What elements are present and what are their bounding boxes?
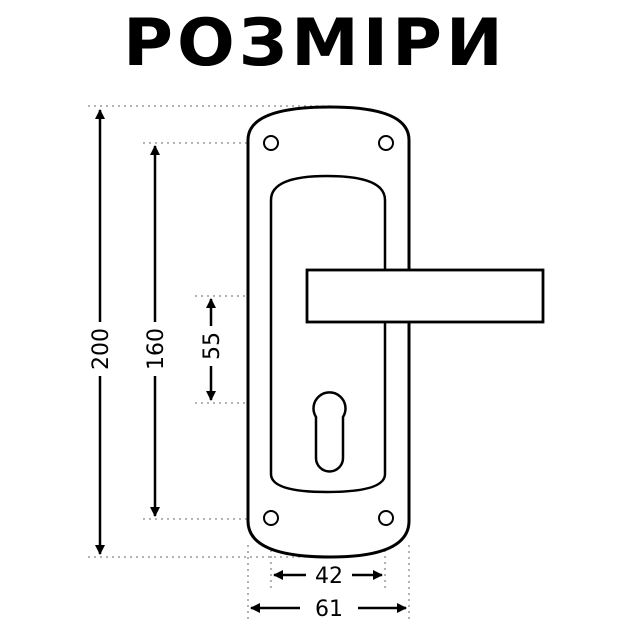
label-screw-spacing: 160 [144,328,169,370]
screw-hole-top-left [263,135,279,151]
screw-hole-bottom-left [263,510,279,526]
cylinder-keyhole [312,391,347,473]
label-handle-to-lock: 55 [200,332,225,360]
label-plate-width: 61 [315,597,343,622]
label-total-height: 200 [89,328,114,370]
label-bg-handle-to-lock [199,326,223,366]
label-bg-screw-spacing [143,322,167,376]
page-title: РОЗМІРИ [123,6,507,82]
screw-hole-bottom-right [378,510,394,526]
label-bg-total-height [88,322,112,376]
inner-plate-outline [269,174,387,494]
label-inner-width: 42 [315,564,343,589]
lever-handle [305,268,545,324]
screw-hole-top-right [378,135,394,151]
